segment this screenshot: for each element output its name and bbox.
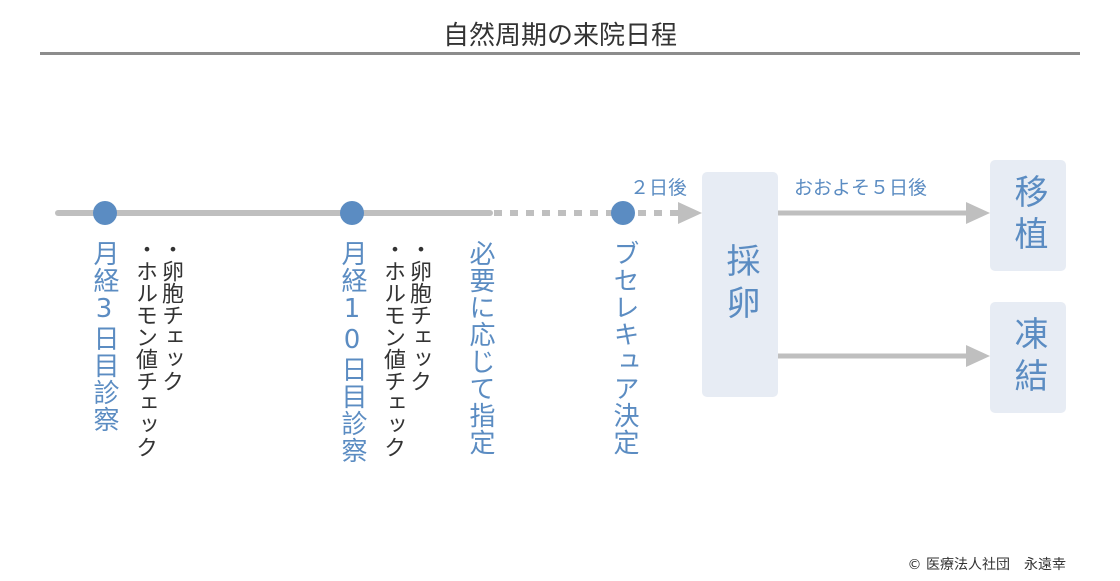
- copyright-text: © 医療法人社団 永遠幸: [907, 557, 1066, 573]
- freeze-box: 凍結: [990, 302, 1066, 413]
- milestone-2-label: 月経10日目診察: [337, 240, 367, 464]
- transfer-label: 移植: [1008, 173, 1048, 258]
- milestone-dot-3: [611, 201, 635, 225]
- milestone-dot-1: [93, 201, 117, 225]
- milestone-1-check-1: ・卵胞チェック: [158, 238, 183, 392]
- timeline-arrowhead: [678, 202, 702, 224]
- milestone-1-label: 月経3日目診察: [89, 240, 119, 433]
- arrow-to-freeze-head: [966, 345, 990, 367]
- milestone-3-label: 必要に応じて指定: [465, 240, 495, 456]
- milestone-1-check-2: ・ホルモン値チェック: [132, 238, 157, 458]
- arrow-to-transfer-head: [966, 202, 990, 224]
- page-title: 自然周期の来院日程: [442, 21, 677, 51]
- two-days-later-note: ２日後: [630, 177, 688, 199]
- milestone-2-check-1: ・卵胞チェック: [406, 238, 431, 392]
- transfer-box: 移植: [990, 160, 1066, 271]
- milestone-2-check-2: ・ホルモン値チェック: [380, 238, 405, 458]
- retrieval-label: 採卵: [720, 242, 760, 327]
- freeze-label: 凍結: [1008, 315, 1048, 400]
- title-rule: [40, 52, 1080, 55]
- retrieval-box: 採卵: [702, 172, 778, 397]
- milestone-dot-2: [340, 201, 364, 225]
- about-five-days-later-note: おおよそ５日後: [794, 177, 928, 199]
- milestone-4-label: ブセレキュア決定: [609, 240, 639, 456]
